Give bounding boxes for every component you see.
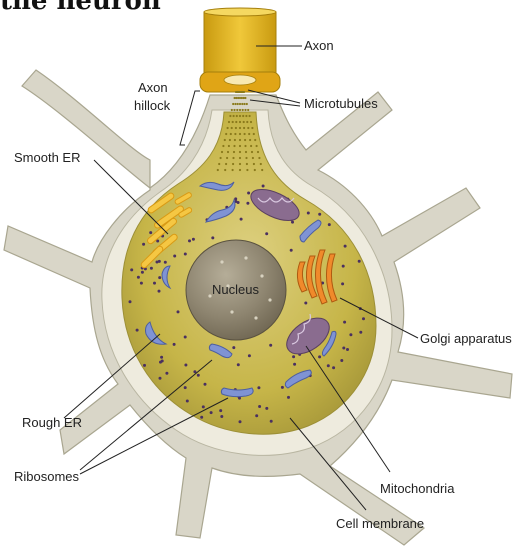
label-microtubules: Microtubules <box>304 96 378 111</box>
label-nucleus: Nucleus <box>212 282 259 297</box>
label-axon-hillock-2: hillock <box>134 98 171 113</box>
label-smooth-er: Smooth ER <box>14 150 80 165</box>
label-axon: Axon <box>304 38 334 53</box>
axon-top <box>204 8 276 16</box>
axon-shaft <box>204 12 276 76</box>
label-ribosomes: Ribosomes <box>14 469 80 484</box>
label-golgi: Golgi apparatus <box>420 331 512 346</box>
axon-inner <box>224 75 256 85</box>
label-axon-hillock-1: Axon <box>138 80 168 95</box>
label-cell-membrane: Cell membrane <box>336 516 424 531</box>
label-mitochondria: Mitochondria <box>380 481 455 496</box>
label-rough-er: Rough ER <box>22 415 82 430</box>
